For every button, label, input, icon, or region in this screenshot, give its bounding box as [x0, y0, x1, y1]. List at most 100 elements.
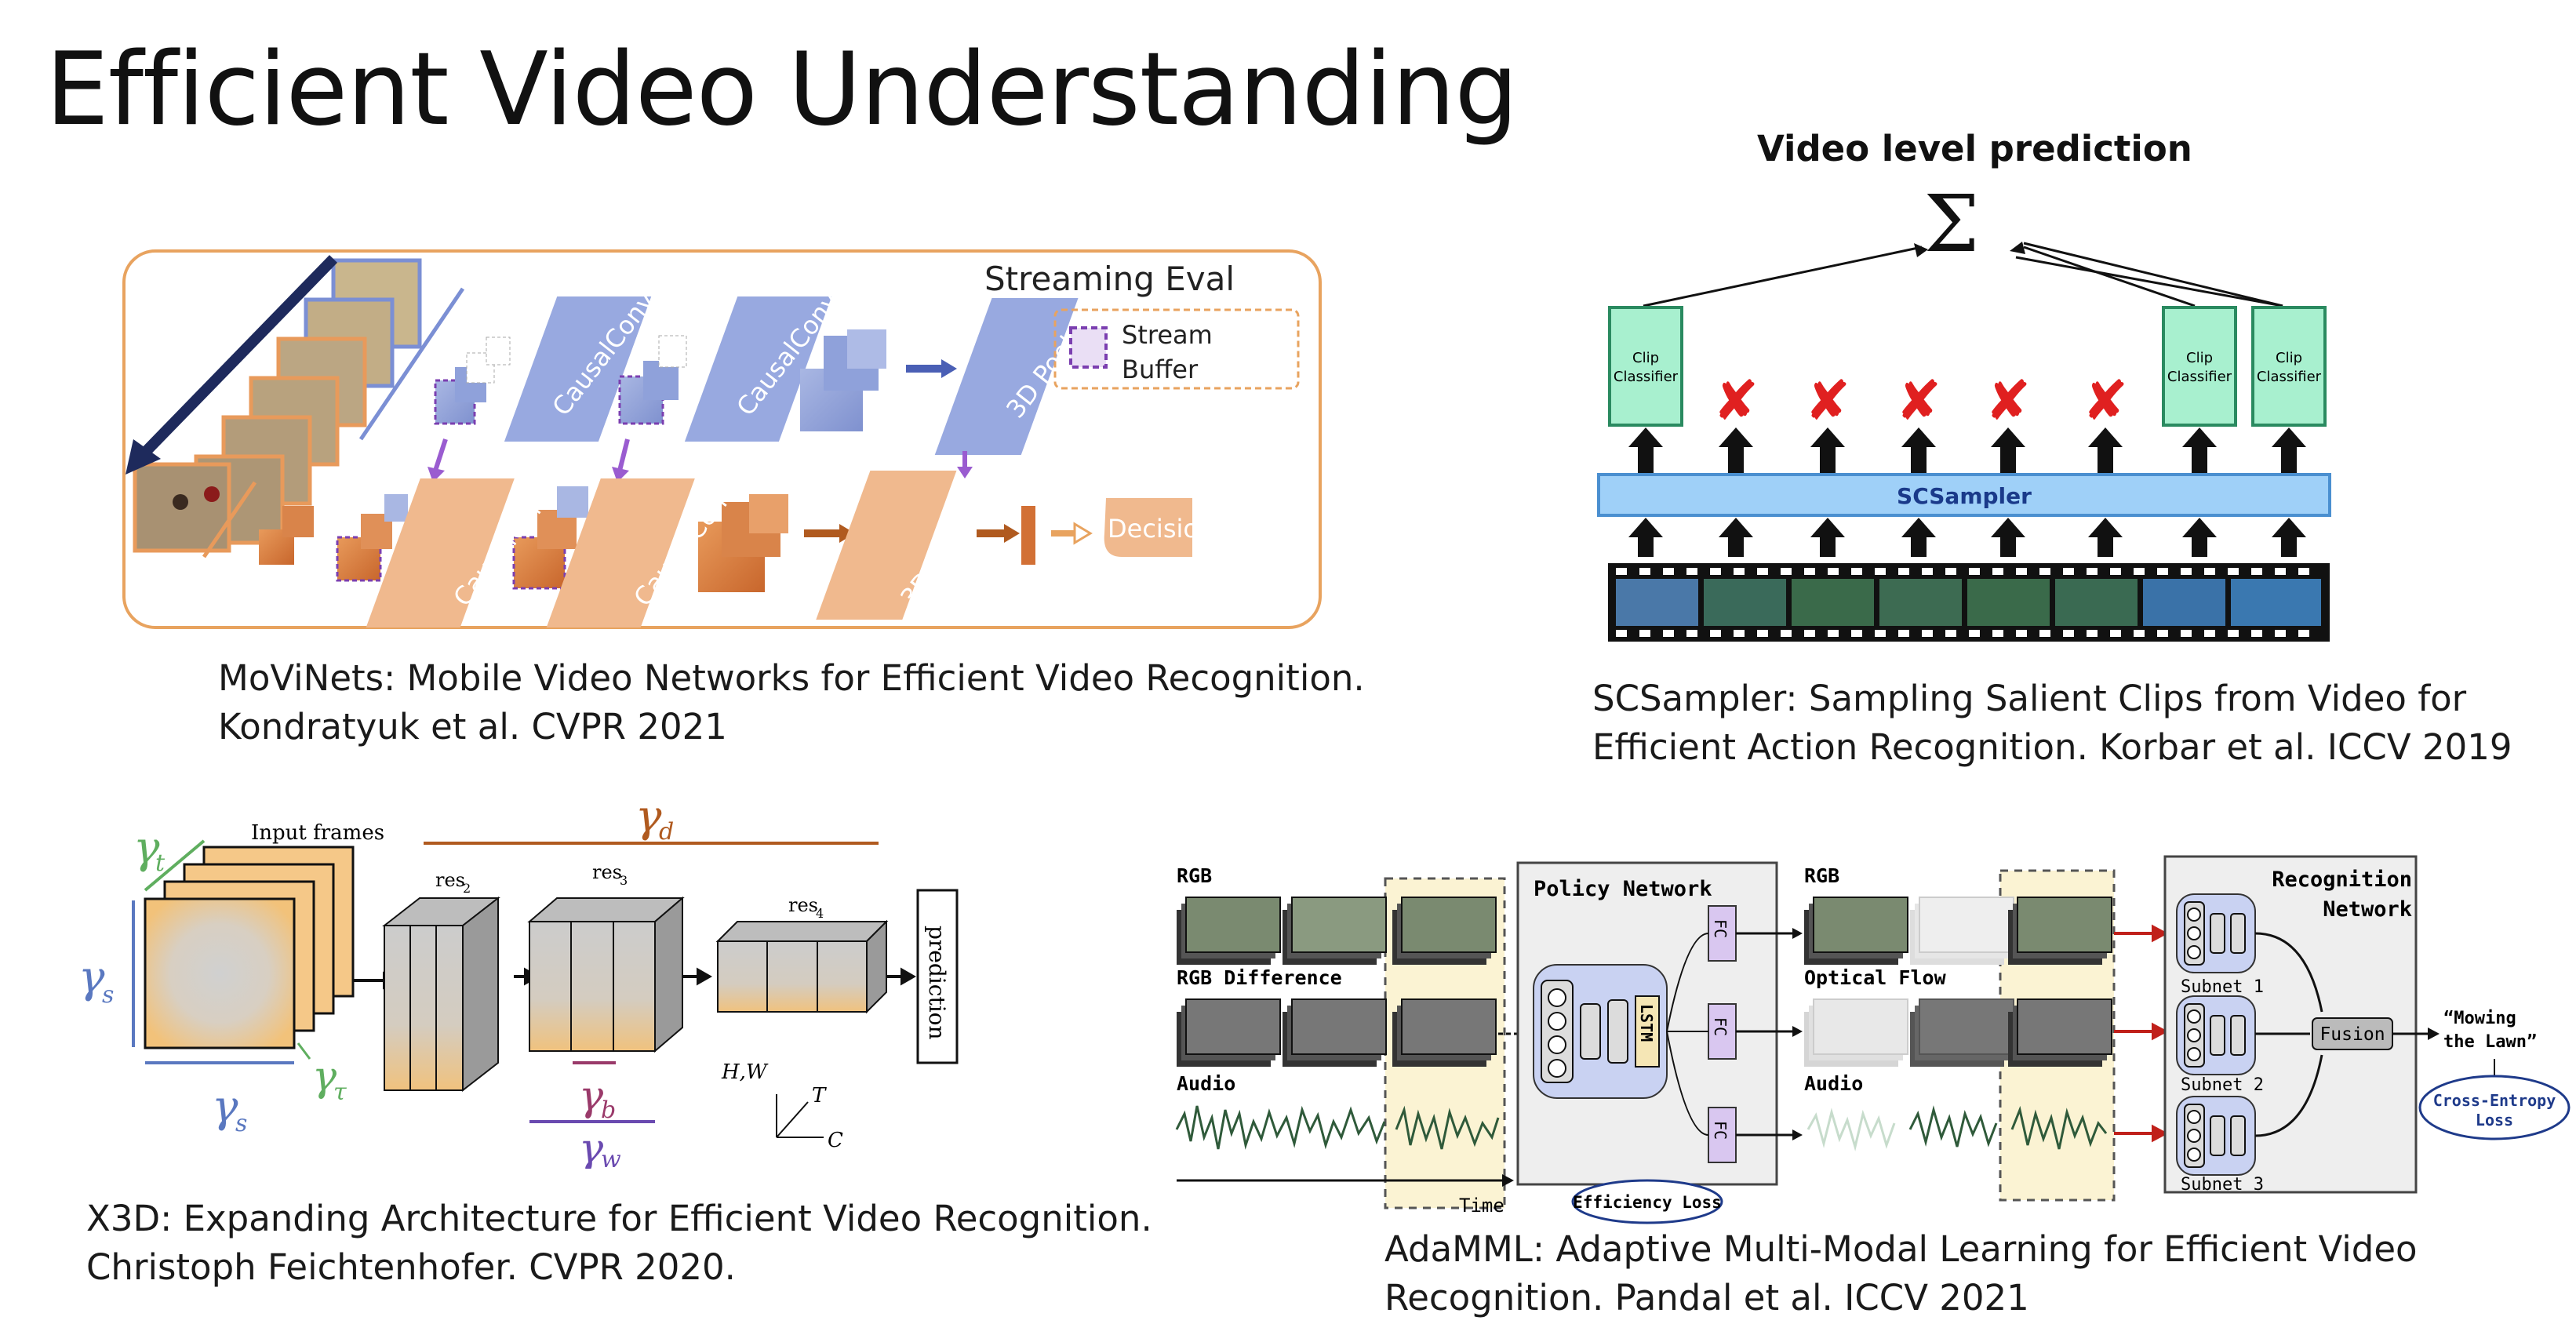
- subnet-1-label: Subnet 1: [2181, 977, 2264, 997]
- streaming-eval-label: Streaming Eval: [984, 260, 1235, 298]
- svg-text:3: 3: [620, 873, 628, 888]
- rgb-difference-label: RGB Difference: [1177, 966, 1342, 989]
- svg-text:Clip: Clip: [1632, 350, 1659, 366]
- adamml-caption-line-2: Recognition. Pandal et al. ICCV 2021: [1384, 1277, 2029, 1319]
- svg-text:s: s: [235, 1110, 247, 1137]
- buffer-label-buffer: Buffer: [1122, 355, 1199, 384]
- svg-text:τ: τ: [333, 1078, 347, 1106]
- svg-text:Classifier: Classifier: [2257, 369, 2322, 385]
- fc-label-3: FC: [1711, 1121, 1730, 1140]
- audio-label-selected: Audio: [1804, 1072, 1863, 1095]
- scsampler-label: SCSampler: [1897, 483, 2032, 509]
- rgb-label-selected: RGB: [1804, 864, 1839, 887]
- x3d-caption-line-2: Christoph Feichtenhofer. CVPR 2020.: [86, 1246, 736, 1288]
- rgb-label-input: RGB: [1177, 864, 1212, 887]
- blue-row: [434, 296, 1079, 455]
- recognition-label-2: Network: [2323, 897, 2412, 922]
- rgb-frames-selected: [1804, 897, 2112, 965]
- svg-text:4: 4: [816, 906, 824, 921]
- audio-wave-right-3: [2010, 1105, 2108, 1150]
- res3-block: [527, 896, 685, 1053]
- res3-label: res: [592, 861, 622, 883]
- audio-wave-input: [1175, 1105, 1386, 1150]
- rgb-frames-input: [1177, 897, 1497, 965]
- reject-mark-5: ✘: [2083, 369, 2129, 433]
- audio-label-input: Audio: [1177, 1072, 1235, 1095]
- svg-text:t: t: [155, 849, 166, 877]
- adamml-figure: RGB RGB Difference Audio Time Policy Net…: [1175, 855, 2571, 1224]
- adamml-caption-line-1: AdaMML: Adaptive Multi-Modal Learning fo…: [1384, 1228, 2418, 1270]
- svg-text:b: b: [601, 1097, 616, 1124]
- axis-hw: H,W: [721, 1060, 769, 1084]
- fc-label-2: FC: [1711, 1017, 1730, 1036]
- audio-wave-faded-1: [1806, 1108, 1896, 1151]
- input-frames: [144, 846, 355, 1049]
- gamma-s-left: γ: [78, 952, 105, 1003]
- scsampler-figure: Video level prediction Σ Clip Classifier…: [1597, 128, 2331, 642]
- optical-flow-frames: [1804, 998, 2112, 1067]
- slide-title: Efficient Video Understanding: [45, 31, 1519, 148]
- gamma-s-bottom: γ: [212, 1082, 238, 1133]
- gamma-w: γ: [579, 1126, 604, 1169]
- reject-mark-2: ✘: [1805, 369, 1851, 433]
- fusion-label: Fusion: [2319, 1024, 2385, 1045]
- x3d-figure: Input frames γ t γ s γ s γ τ γ d res 2 r…: [78, 792, 959, 1169]
- cross-entropy-label-1: Cross-Entropy: [2433, 1091, 2556, 1110]
- movinets-caption-line-2: Kondratyuk et al. CVPR 2021: [218, 706, 727, 747]
- gamma-b: γ: [579, 1073, 604, 1120]
- svg-text:Classifier: Classifier: [1614, 369, 1679, 385]
- prediction-box: [916, 889, 959, 1064]
- audio-wave-selected: [1395, 1105, 1500, 1150]
- reject-mark-3: ✘: [1896, 369, 1942, 433]
- frames-stack: [133, 258, 422, 553]
- scsampler-caption-line-2: Efficient Action Recognition. Korbar et …: [1592, 726, 2512, 768]
- lstm-label: LSTM: [1637, 1004, 1656, 1042]
- rgb-difference-frames: [1177, 998, 1497, 1067]
- gamma-d: γ: [635, 792, 662, 842]
- reject-mark-1: ✘: [1713, 369, 1759, 433]
- reject-mark-4: ✘: [1985, 369, 2032, 433]
- svg-text:Classifier: Classifier: [2167, 369, 2232, 385]
- prediction-label: prediction: [924, 926, 950, 1040]
- svg-text:s: s: [102, 981, 114, 1009]
- input-frames-label: Input frames: [251, 821, 384, 845]
- movinets-figure: CausalConv CausalConv 3D Pool Stream Buf…: [122, 249, 1322, 629]
- svg-text:Clip: Clip: [2276, 350, 2302, 366]
- x3d-caption-line-1: X3D: Expanding Architecture for Efficien…: [86, 1198, 1152, 1239]
- time-arrow: [130, 255, 338, 467]
- svg-text:w: w: [601, 1146, 621, 1169]
- subnet-1: [2176, 893, 2256, 973]
- gamma-t: γ: [133, 823, 160, 874]
- subnet-3: [2176, 1096, 2256, 1176]
- recognition-label-1: Recognition: [2272, 868, 2412, 892]
- subnet-2: [2176, 995, 2256, 1075]
- subnet-2-label: Subnet 2: [2181, 1075, 2264, 1095]
- cross-entropy-label-2: Loss: [2476, 1111, 2513, 1129]
- orange-row: [259, 471, 1192, 627]
- subnet-3-label: Subnet 3: [2181, 1175, 2264, 1195]
- decision-label: Decision: [1108, 514, 1214, 544]
- fc-label-1: FC: [1711, 919, 1730, 938]
- optical-flow-label: Optical Flow: [1804, 966, 1947, 989]
- axis-c: C: [828, 1129, 843, 1152]
- cross-entropy-loss: [2418, 1075, 2571, 1140]
- clip-classifier-3: Clip Classifier: [2251, 306, 2327, 427]
- film-strip: [1608, 563, 2330, 642]
- up-arrows-top: [1628, 427, 2306, 475]
- svg-text:2: 2: [463, 881, 471, 896]
- res2-label: res: [435, 869, 465, 891]
- output-label-1: “Mowing: [2443, 1009, 2516, 1028]
- up-arrows-bottom: [1628, 518, 2306, 557]
- res4-block: [715, 919, 889, 1014]
- clip-classifier-2: Clip Classifier: [2162, 306, 2237, 427]
- scsampler-caption-line-1: SCSampler: Sampling Salient Clips from V…: [1592, 678, 2467, 719]
- scsampler-bar: [1597, 473, 2331, 517]
- res2-block: [382, 896, 500, 1093]
- res4-label: res: [788, 894, 818, 916]
- sum-symbol: Σ: [1924, 178, 1980, 270]
- svg-text:d: d: [659, 818, 674, 846]
- time-label: Time: [1459, 1195, 1504, 1217]
- movinets-caption-line-1: MoViNets: Mobile Video Networks for Effi…: [218, 657, 1365, 699]
- axis-t: T: [812, 1084, 827, 1108]
- buffer-label-stream: Stream: [1122, 320, 1213, 350]
